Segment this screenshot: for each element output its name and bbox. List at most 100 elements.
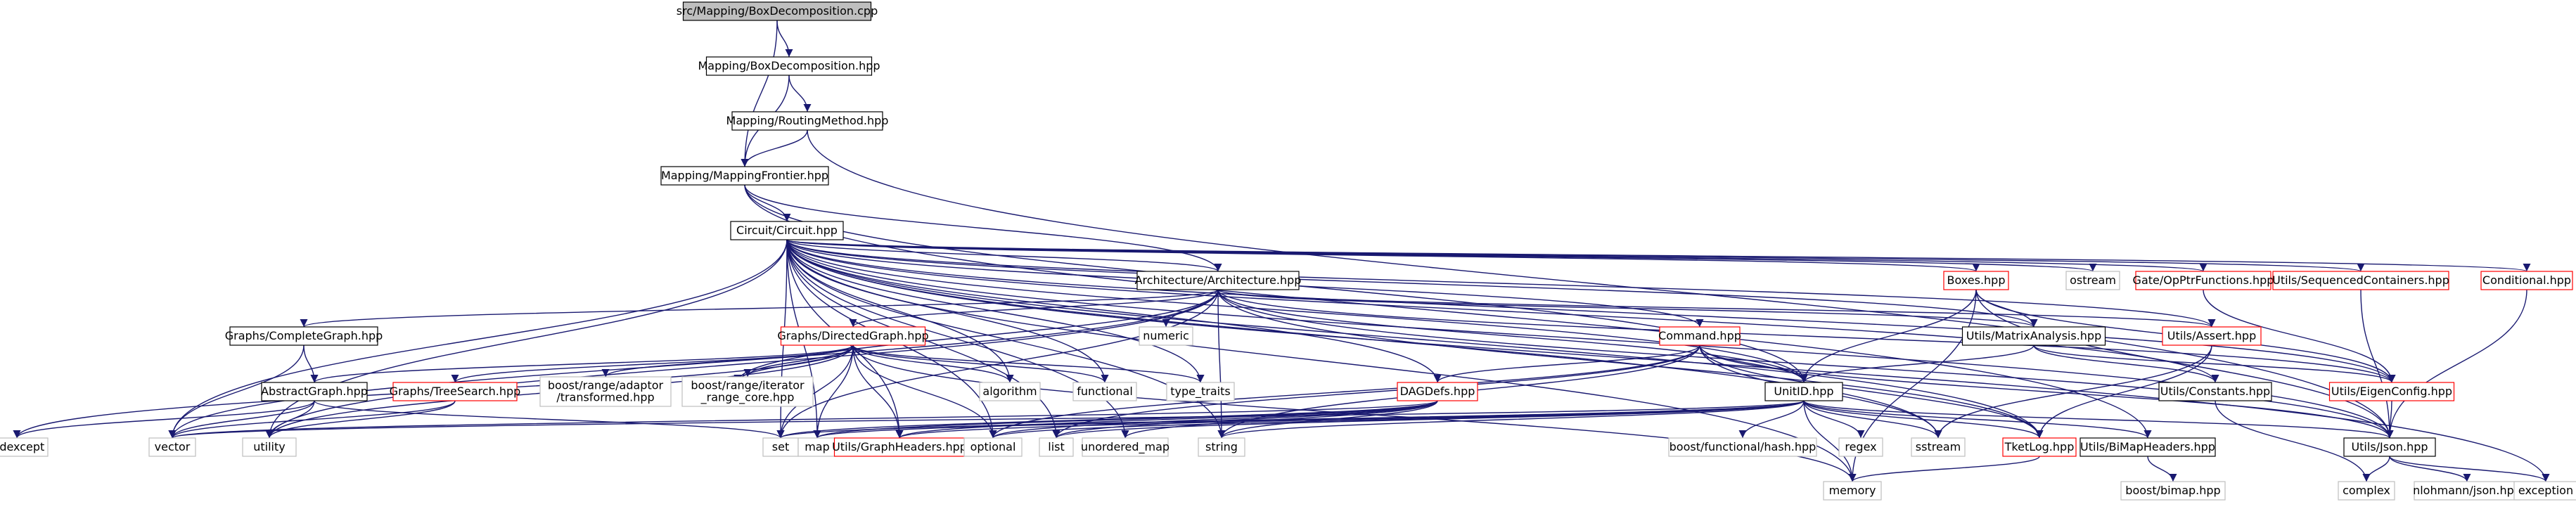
node-label: exception	[2518, 484, 2573, 497]
node-box	[1764, 382, 1843, 401]
node-box	[392, 382, 518, 401]
edge-json-to-exception	[2389, 456, 2550, 482]
edge-boxdec_hpp-to-routing	[788, 75, 812, 112]
node-label: Utils/SequencedContainers.hpp	[2272, 273, 2449, 287]
node-label: Utils/Constants.hpp	[2160, 385, 2270, 398]
node-box	[2002, 437, 2077, 457]
edge-circuit-to-conditional	[786, 239, 2530, 272]
edge-command-to-dagdefs	[1433, 344, 1700, 383]
edge-command-to-optional	[989, 344, 1700, 439]
node-conditional-hpp[interactable]: Conditional.hpp	[2480, 271, 2573, 290]
edge-arch-to-tketlog	[1217, 289, 2044, 439]
edge-directedgraph-to-algorithm	[852, 344, 1014, 383]
node-utils-constants-hpp[interactable]: Utils/Constants.hpp	[2158, 382, 2272, 401]
node-tketlog-hpp[interactable]: TketLog.hpp	[2002, 437, 2077, 457]
edge-seqcont-to-json	[2360, 289, 2394, 439]
node-label: DAGDefs.hpp	[1400, 385, 1475, 398]
node-mapping-mappingfrontier-hpp[interactable]: Mapping/MappingFrontier.hpp	[660, 166, 829, 186]
edge-directedgraph-to-type_traits	[852, 344, 1205, 383]
edge-root-to-frontier	[741, 20, 778, 167]
node-boost-range-iterator-range-core-hpp: boost/range/iterator_range_core.hpp	[681, 376, 814, 407]
node-box	[1823, 481, 1882, 501]
node-box	[731, 111, 883, 131]
node-src-mapping-boxdecomposition-cpp[interactable]: src/Mapping/BoxDecomposition.cpp	[677, 1, 878, 21]
edge-directedgraph-to-map	[813, 344, 854, 439]
edge-arch-to-vector	[168, 289, 1219, 439]
node-graphs-completegraph-hpp[interactable]: Graphs/CompleteGraph.hpp	[225, 326, 383, 346]
node-label: functional	[1077, 385, 1133, 398]
node-box	[539, 376, 672, 407]
edge-unitid-to-regex	[1803, 400, 1865, 439]
edge-command-to-json	[1699, 344, 2394, 439]
node-exception: exception	[2513, 481, 2576, 501]
edge-arch-to-directedgraph	[849, 289, 1219, 328]
node-box	[2338, 481, 2395, 501]
node-utils-sequencedcontainers-hpp[interactable]: Utils/SequencedContainers.hpp	[2272, 271, 2449, 290]
node-type-traits: type_traits	[1166, 382, 1235, 401]
node-label: utility	[253, 440, 286, 453]
node-architecture-architecture-hpp[interactable]: Architecture/Architecture.hpp	[1135, 271, 1302, 290]
node-box	[2513, 481, 2576, 501]
node-label: Utils/GraphHeaders.hpp	[832, 440, 967, 453]
node-box	[2135, 271, 2271, 290]
edge-bimapheaders-to-bimap	[2147, 456, 2177, 482]
node-label: numeric	[1143, 329, 1189, 342]
node-label: boost/functional/hash.hpp	[1670, 440, 1816, 453]
edge-routing-to-json	[807, 129, 2394, 439]
edge-circuit-to-tketlog	[786, 239, 2044, 439]
node-graphs-directedgraph-hpp[interactable]: Graphs/DirectedGraph.hpp	[777, 326, 929, 346]
edge-directedgraph-to-abstractgraph	[310, 344, 854, 383]
node-utils-graphheaders-hpp[interactable]: Utils/GraphHeaders.hpp	[832, 437, 967, 457]
node-command-hpp[interactable]: Command.hpp	[1658, 326, 1741, 346]
edge-circuit-to-arch	[786, 239, 1222, 272]
node-mapping-boxdecomposition-hpp[interactable]: Mapping/BoxDecomposition.hpp	[698, 56, 880, 76]
edge-arch-to-unitid	[1217, 289, 1808, 383]
node-box	[2080, 437, 2216, 457]
edge-matrixanalysis-to-unitid	[1800, 344, 2034, 383]
node-label: map	[805, 440, 830, 453]
node-boost-functional-hash-hpp: boost/functional/hash.hpp	[1668, 437, 1817, 457]
node-dagdefs-hpp[interactable]: DAGDefs.hpp	[1397, 382, 1478, 401]
node-box	[1139, 326, 1193, 346]
edge-circuit-to-unitid	[786, 239, 1808, 383]
edge-unitid-to-json	[1803, 400, 2394, 439]
node-box	[2158, 382, 2272, 401]
node-mapping-routingmethod-hpp[interactable]: Mapping/RoutingMethod.hpp	[726, 111, 889, 131]
node-label: TketLog.hpp	[2004, 440, 2075, 453]
node-gate-opptrfunctions-hpp[interactable]: Gate/OpPtrFunctions.hpp	[2133, 271, 2274, 290]
node-unitid-hpp[interactable]: UnitID.hpp	[1764, 382, 1843, 401]
node-box	[1039, 437, 1074, 457]
edge-circuit-to-functional	[786, 239, 1109, 383]
node-label: Utils/MatrixAnalysis.hpp	[1966, 329, 2101, 342]
node-label: ostream	[2070, 273, 2116, 287]
node-utils-json-hpp[interactable]: Utils/Json.hpp	[2343, 437, 2436, 457]
edge-abstractgraph-to-set	[314, 400, 785, 439]
node-box	[229, 326, 378, 346]
node-box	[963, 437, 1023, 457]
edge-directedgraph-to-functional	[852, 344, 1109, 383]
node-box	[682, 1, 872, 21]
node-box	[148, 437, 196, 457]
node-box	[1082, 437, 1169, 457]
edge-directedgraph-to-graphheaders	[852, 344, 904, 439]
edge-boxes-to-unitid	[1800, 289, 1977, 383]
edge-arch-to-matrixanalysis	[1217, 289, 2038, 328]
edge-arch-to-utility	[265, 289, 1219, 439]
edge-circuit-to-dagdefs	[786, 239, 1442, 383]
node-label: optional	[970, 440, 1016, 453]
edge-tketlog-to-memory	[1848, 456, 2040, 482]
node-graphs-treesearch-hpp[interactable]: Graphs/TreeSearch.hpp	[390, 382, 521, 401]
edge-json-to-nlohmann	[2389, 456, 2471, 482]
node-circuit-circuit-hpp[interactable]: Circuit/Circuit.hpp	[730, 221, 844, 240]
edge-boxes-to-json	[1975, 289, 2394, 439]
edge-unitid-to-tketlog	[1803, 400, 2044, 439]
node-utils-eigenconfig-hpp[interactable]: Utils/EigenConfig.hpp	[2328, 382, 2455, 401]
node-label: Utils/Assert.hpp	[2167, 329, 2256, 342]
node-boxes-hpp[interactable]: Boxes.hpp	[1943, 271, 2009, 290]
node-box	[660, 166, 829, 186]
node-utils-matrixanalysis-hpp[interactable]: Utils/MatrixAnalysis.hpp	[1961, 326, 2106, 346]
node-abstractgraph-hpp[interactable]: AbstractGraph.hpp	[261, 382, 368, 401]
node-utils-assert-hpp[interactable]: Utils/Assert.hpp	[2162, 326, 2262, 346]
node-utils-bimapheaders-hpp[interactable]: Utils/BiMapHeaders.hpp	[2080, 437, 2216, 457]
